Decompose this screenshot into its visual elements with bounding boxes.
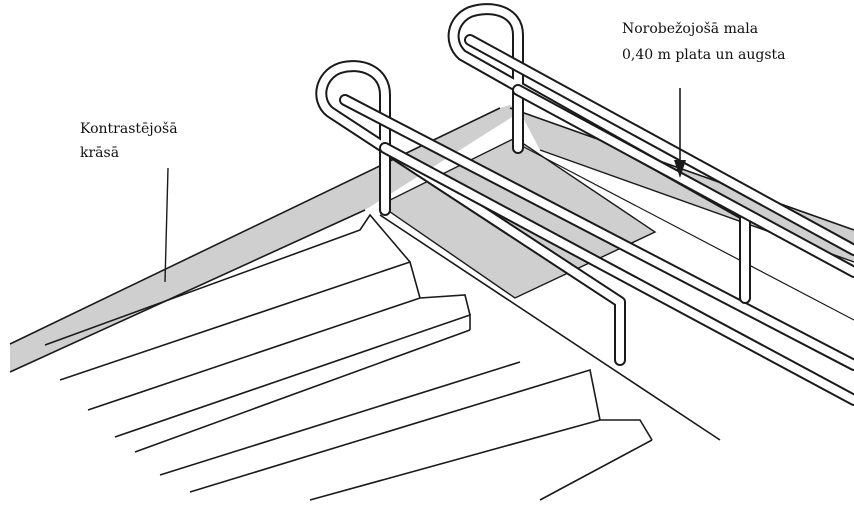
contrast-edge-leader <box>164 167 169 283</box>
stair-step-9 <box>539 439 653 501</box>
stair-step-4 <box>114 313 471 438</box>
stair-step-8 <box>309 419 653 501</box>
handrail-left <box>315 60 854 406</box>
stair-step-5 <box>134 329 471 453</box>
stair-step-1 <box>44 213 411 346</box>
handrail-right <box>447 3 854 304</box>
stair-step-3 <box>87 294 471 411</box>
stair-step-7 <box>189 368 601 493</box>
contrast-edge-label-line1: Kontrastējošā <box>80 121 178 137</box>
stair-treads <box>44 213 721 501</box>
edge-label-line1: Norobežojošā mala <box>622 21 759 37</box>
stair-side-edge <box>379 214 721 441</box>
contrast-edge-line-bottom <box>9 209 366 373</box>
contrast-edge-label-line2: krāsā <box>80 145 120 161</box>
contrast-edge-strip <box>10 105 520 372</box>
edge-arrow-head <box>674 160 686 178</box>
ramp-surface-line <box>519 144 854 321</box>
contrast-edge-line-top <box>9 107 501 345</box>
stair-step-2 <box>59 260 421 381</box>
stair-step-6 <box>159 361 521 476</box>
edge-label-line2: 0,40 m plata un augsta <box>622 47 786 63</box>
